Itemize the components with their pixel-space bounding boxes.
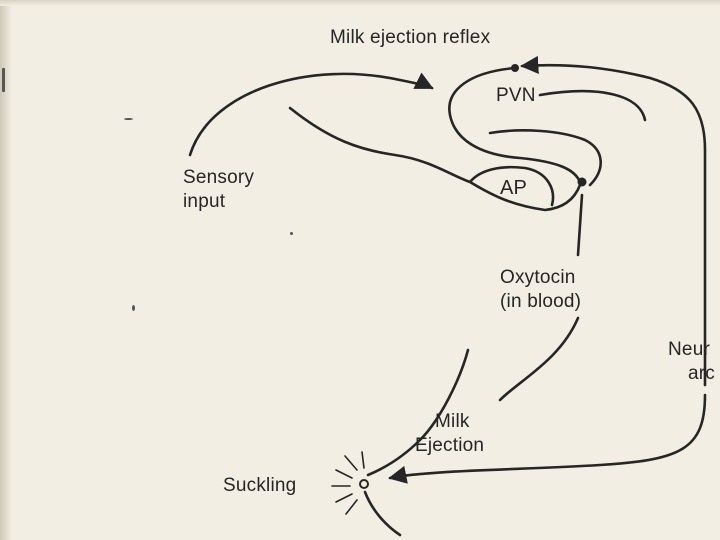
page-speck [290,232,293,235]
sensory-input-line-2: input [183,191,226,212]
page-top-shadow [0,0,720,6]
pvn-node [511,64,519,72]
milk-ejection-label: Milk Ejection [415,410,484,458]
ap-label: AP [500,177,528,199]
sensory-input-path [188,72,434,157]
diagram-title: Milk ejection reflex [330,27,491,48]
milk-ejection-line-2: Ejection [415,435,485,456]
sensory-input-line-1: Sensory [183,167,255,188]
page-speck [132,305,135,311]
pvn-loop [448,66,582,184]
neural-arc-line-2: arc [688,363,715,384]
page-edge-shadow [0,0,12,540]
neural-arc-path [520,55,707,387]
ap-node [577,177,587,187]
page-speck [124,118,133,120]
oxytocin-line-2: (in blood) [500,291,582,312]
ap-outline [468,165,555,207]
suckling-burst-icon [331,451,365,515]
sensory-input-label: Sensory input [183,166,254,214]
hypothalamus-outline [288,106,582,212]
milk-ejection-line-1: Milk [435,411,470,432]
oxytocin-label: Oxytocin (in blood) [500,266,581,314]
neural-arc-label: Neur arc [668,338,715,386]
neural-arc-lower [388,393,707,484]
oxytocin-path [576,193,584,257]
neural-arc-line-1: Neur [668,339,710,360]
milk-ejection-left [366,348,470,477]
pvn-upper-arc [538,89,647,122]
oxytocin-line-1: Oxytocin [500,267,576,288]
breast-outline [363,490,402,537]
oxytocin-lower [498,316,580,402]
page-speck [2,68,5,92]
pvn-label: PVN [496,85,536,106]
pvn-inner-loop [488,129,602,187]
suckling-label: Suckling [223,475,297,496]
